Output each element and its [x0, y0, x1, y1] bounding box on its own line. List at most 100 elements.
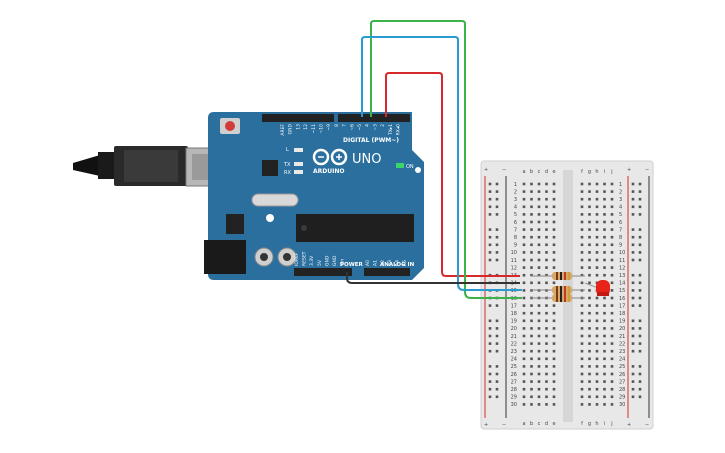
- bb-hole: [610, 205, 614, 209]
- column-letter: b: [530, 421, 533, 427]
- power-pin-label: IOREF: [294, 252, 300, 266]
- power-pin-label: 3.3V: [309, 255, 315, 266]
- bb-hole: [610, 372, 614, 376]
- bb-hole: [588, 304, 591, 307]
- header-top-right: [338, 114, 410, 122]
- bb-hole: [537, 205, 541, 209]
- bb-hole: [545, 372, 548, 376]
- bb-hole: [580, 342, 584, 345]
- rail-hole: [495, 304, 499, 307]
- rail-hole: [488, 197, 492, 201]
- bb-hole: [603, 403, 606, 406]
- bb-hole: [610, 380, 614, 383]
- rail-hole: [638, 327, 642, 330]
- rail-hole: [638, 387, 642, 391]
- bb-hole: [595, 251, 599, 254]
- row-number: 10: [511, 250, 517, 256]
- bb-hole: [552, 304, 556, 307]
- resistors: [530, 272, 585, 302]
- rail-hole: [495, 235, 499, 239]
- bb-hole: [603, 205, 606, 209]
- bb-hole: [522, 197, 526, 201]
- bb-hole: [588, 387, 591, 391]
- l-led: [294, 148, 303, 152]
- bb-hole: [595, 228, 599, 231]
- column-letter: i: [604, 169, 605, 175]
- bb-hole: [603, 235, 606, 239]
- bb-hole: [580, 327, 584, 330]
- bb-hole: [537, 380, 541, 383]
- bb-hole: [603, 243, 606, 247]
- bb-hole: [522, 289, 526, 292]
- bb-hole: [522, 228, 526, 231]
- bb-hole: [522, 395, 526, 399]
- bb-hole: [580, 334, 584, 338]
- rail-hole: [631, 235, 635, 239]
- bb-hole: [603, 342, 606, 345]
- rail-hole: [631, 334, 635, 338]
- bb-hole: [610, 311, 614, 315]
- power-pin-label: GND: [332, 255, 338, 266]
- bb-hole: [545, 243, 548, 247]
- rail-hole: [488, 182, 492, 186]
- rail-plus-label-br: +: [627, 422, 631, 428]
- bb-hole: [580, 395, 584, 399]
- row-number: 11: [511, 258, 517, 264]
- rail-hole: [495, 182, 499, 186]
- bb-hole: [522, 380, 526, 383]
- bb-hole: [580, 258, 584, 262]
- analog-header: [364, 268, 410, 276]
- rail-plus-label-tr: +: [627, 167, 631, 173]
- row-number: 18: [511, 311, 517, 317]
- bb-hole: [522, 243, 526, 247]
- bb-hole: [580, 197, 584, 201]
- pin-label: 7: [342, 124, 348, 127]
- bb-hole: [610, 281, 614, 285]
- bb-hole: [603, 182, 606, 186]
- row-number: 3: [619, 197, 622, 203]
- bb-hole: [530, 228, 533, 231]
- bb-hole: [530, 258, 533, 262]
- bb-hole: [537, 365, 541, 368]
- bb-hole: [537, 395, 541, 399]
- rail-hole: [495, 334, 499, 338]
- rail-hole: [638, 395, 642, 399]
- column-letter: h: [595, 169, 598, 175]
- bb-hole: [545, 273, 548, 277]
- rail-hole: [631, 395, 635, 399]
- rail-hole: [638, 235, 642, 239]
- bb-hole: [552, 365, 556, 368]
- rail-hole: [488, 365, 492, 368]
- bb-hole: [530, 319, 533, 323]
- bb-hole: [595, 319, 599, 323]
- column-letter: i: [604, 421, 605, 427]
- row-number: 7: [514, 227, 517, 233]
- rail-hole: [631, 182, 635, 186]
- bb-hole: [610, 296, 614, 300]
- bb-hole: [522, 349, 526, 353]
- row-number: 8: [514, 235, 517, 241]
- usb-cable: [73, 146, 223, 187]
- bb-hole: [530, 190, 533, 193]
- bb-hole: [537, 197, 541, 201]
- bb-hole: [595, 266, 599, 269]
- bb-hole: [610, 235, 614, 239]
- power-pin-label: Vin: [340, 259, 346, 266]
- bb-hole: [552, 266, 556, 269]
- bb-hole: [530, 311, 533, 315]
- bb-hole: [595, 197, 599, 201]
- row-number: 25: [619, 364, 625, 370]
- bb-hole: [545, 228, 548, 231]
- bb-hole: [588, 205, 591, 209]
- bb-hole: [603, 395, 606, 399]
- bb-hole: [595, 304, 599, 307]
- bb-hole: [595, 365, 599, 368]
- column-letter: c: [538, 421, 541, 427]
- row-number: 4: [619, 205, 622, 211]
- bb-hole: [595, 387, 599, 391]
- bb-hole: [530, 357, 533, 361]
- bb-hole: [530, 342, 533, 345]
- bb-hole: [588, 258, 591, 262]
